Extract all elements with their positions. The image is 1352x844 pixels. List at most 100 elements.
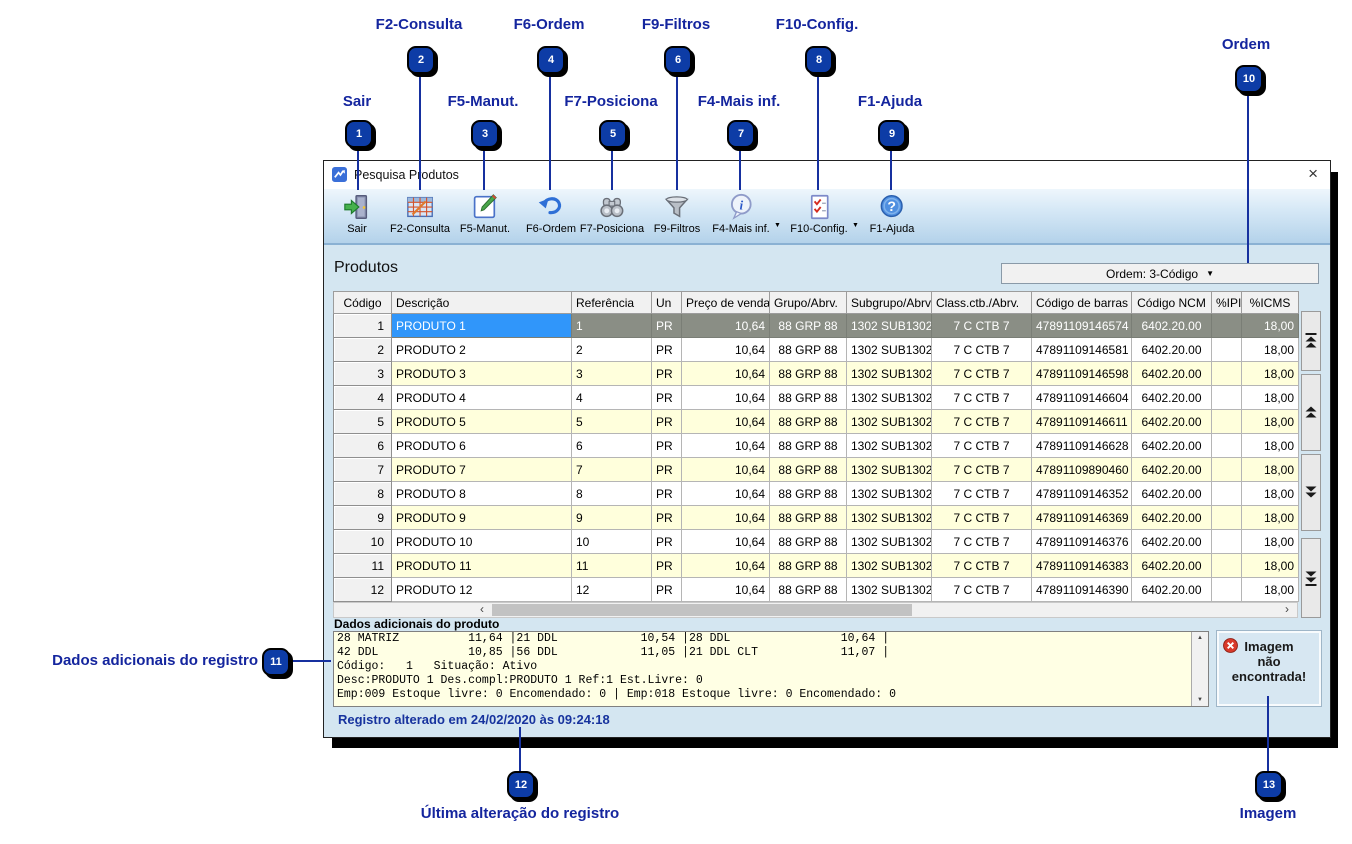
column-header[interactable]: Un	[651, 291, 682, 314]
cell[interactable]: 88 GRP 88	[769, 481, 847, 506]
cell[interactable]: 10,64	[681, 361, 770, 386]
cell[interactable]: 11	[571, 553, 652, 578]
f4-mais-inf-button[interactable]: i F4-Mais inf.	[712, 192, 770, 235]
cell[interactable]: 18,00	[1241, 529, 1299, 554]
nav-page-down-button[interactable]	[1301, 454, 1321, 531]
horizontal-scrollbar[interactable]: ‹ ›	[333, 602, 1298, 618]
row-number-button[interactable]: 9	[333, 505, 392, 530]
cell[interactable]: PRODUTO 10	[391, 529, 572, 554]
cell[interactable]: 18,00	[1241, 481, 1299, 506]
cell[interactable]: PR	[651, 385, 682, 410]
cell[interactable]: 7 C CTB 7	[931, 553, 1032, 578]
cell[interactable]: 47891109146581	[1031, 337, 1132, 362]
cell[interactable]	[1211, 553, 1242, 578]
cell[interactable]: 10,64	[681, 313, 770, 338]
column-header[interactable]: Código NCM	[1131, 291, 1212, 314]
cell[interactable]: 88 GRP 88	[769, 553, 847, 578]
scroll-left-icon[interactable]: ‹	[480, 602, 484, 616]
cell[interactable]: 10,64	[681, 433, 770, 458]
cell[interactable]: 7 C CTB 7	[931, 313, 1032, 338]
cell[interactable]: 10,64	[681, 409, 770, 434]
cell[interactable]: PR	[651, 529, 682, 554]
cell[interactable]: 88 GRP 88	[769, 529, 847, 554]
cell[interactable]: 47891109146574	[1031, 313, 1132, 338]
cell[interactable]: 88 GRP 88	[769, 385, 847, 410]
cell[interactable]: 88 GRP 88	[769, 409, 847, 434]
close-icon[interactable]: ×	[1308, 164, 1318, 183]
cell[interactable]: 6402.20.00	[1131, 457, 1212, 482]
cell[interactable]: 10,64	[681, 505, 770, 530]
cell[interactable]: 47891109146604	[1031, 385, 1132, 410]
cell[interactable]: 1302 SUB1302	[846, 505, 932, 530]
f2-consulta-button[interactable]: F2-Consulta	[390, 192, 450, 235]
row-number-button[interactable]: 3	[333, 361, 392, 386]
vertical-scrollbar[interactable]: ▲ ▼	[1191, 632, 1208, 706]
cell[interactable]: PRODUTO 4	[391, 385, 572, 410]
cell[interactable]: 7 C CTB 7	[931, 409, 1032, 434]
nav-last-record-button[interactable]	[1301, 538, 1321, 618]
cell[interactable]: 47891109146598	[1031, 361, 1132, 386]
cell[interactable]: PRODUTO 2	[391, 337, 572, 362]
cell[interactable]: 1302 SUB1302	[846, 385, 932, 410]
cell[interactable]	[1211, 361, 1242, 386]
cell[interactable]: 18,00	[1241, 385, 1299, 410]
scroll-up-icon[interactable]: ▲	[1197, 635, 1203, 641]
nav-first-record-button[interactable]	[1301, 311, 1321, 371]
cell[interactable]: 88 GRP 88	[769, 457, 847, 482]
order-select[interactable]: Ordem: 3-Código ▼	[1001, 263, 1319, 284]
cell[interactable]	[1211, 457, 1242, 482]
cell[interactable]: 18,00	[1241, 409, 1299, 434]
cell[interactable]: 47891109146376	[1031, 529, 1132, 554]
cell[interactable]: PRODUTO 9	[391, 505, 572, 530]
row-number-button[interactable]: 5	[333, 409, 392, 434]
cell[interactable]: 8	[571, 481, 652, 506]
cell[interactable]: 6402.20.00	[1131, 337, 1212, 362]
cell[interactable]: 6402.20.00	[1131, 481, 1212, 506]
cell[interactable]	[1211, 481, 1242, 506]
cell[interactable]: PR	[651, 433, 682, 458]
cell[interactable]: PRODUTO 5	[391, 409, 572, 434]
cell[interactable]: 7 C CTB 7	[931, 361, 1032, 386]
cell[interactable]: 1302 SUB1302	[846, 337, 932, 362]
scrollbar-thumb[interactable]	[492, 604, 912, 616]
cell[interactable]: PR	[651, 313, 682, 338]
cell[interactable]	[1211, 529, 1242, 554]
cell[interactable]: 7	[571, 457, 652, 482]
cell[interactable]: 1302 SUB1302	[846, 409, 932, 434]
cell[interactable]: PRODUTO 12	[391, 577, 572, 602]
cell[interactable]: 1	[571, 313, 652, 338]
f6-ordem-button[interactable]: F6-Ordem	[526, 192, 576, 235]
nav-page-up-button[interactable]	[1301, 374, 1321, 451]
cell[interactable]: 3	[571, 361, 652, 386]
cell[interactable]	[1211, 337, 1242, 362]
cell[interactable]: 6402.20.00	[1131, 529, 1212, 554]
row-number-button[interactable]: 7	[333, 457, 392, 482]
cell[interactable]: 18,00	[1241, 577, 1299, 602]
cell[interactable]: 1302 SUB1302	[846, 577, 932, 602]
cell[interactable]: 47891109146352	[1031, 481, 1132, 506]
cell[interactable]: 7 C CTB 7	[931, 481, 1032, 506]
cell[interactable]: 47891109146628	[1031, 433, 1132, 458]
cell[interactable]: 88 GRP 88	[769, 337, 847, 362]
cell[interactable]: 1302 SUB1302	[846, 433, 932, 458]
cell[interactable]: 7 C CTB 7	[931, 457, 1032, 482]
cell[interactable]: 1302 SUB1302	[846, 313, 932, 338]
cell[interactable]: 6	[571, 433, 652, 458]
cell[interactable]: PRODUTO 6	[391, 433, 572, 458]
cell[interactable]: 9	[571, 505, 652, 530]
row-number-button[interactable]: 2	[333, 337, 392, 362]
cell[interactable]: 88 GRP 88	[769, 505, 847, 530]
f1-ajuda-button[interactable]: ? F1-Ajuda	[870, 192, 914, 235]
cell[interactable]: 6402.20.00	[1131, 313, 1212, 338]
cell[interactable]: 10,64	[681, 529, 770, 554]
cell[interactable]	[1211, 313, 1242, 338]
cell[interactable]: 10,64	[681, 577, 770, 602]
cell[interactable]: 1302 SUB1302	[846, 553, 932, 578]
cell[interactable]: 10,64	[681, 553, 770, 578]
